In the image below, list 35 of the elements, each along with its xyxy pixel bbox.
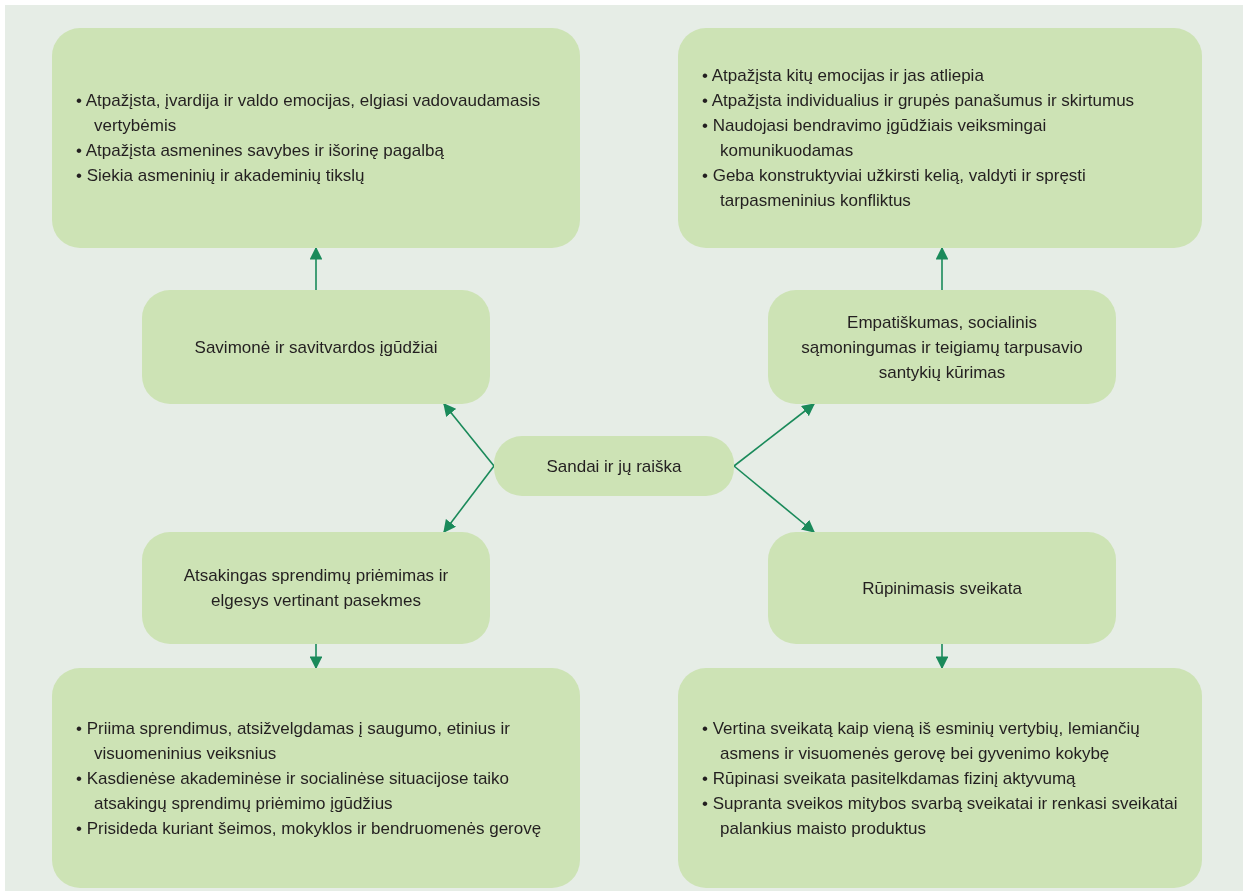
bullet-item: • Prisideda kuriant šeimos, mokyklos ir bendruomenės gerovę xyxy=(76,817,543,840)
topic-box xyxy=(768,532,1116,644)
bullet-item: • Vertina sveikatą kaip vieną iš esminių vertybių, lemiančių asmens ir visuomenės gerovę bei gyvenimo kokybę xyxy=(702,717,1141,765)
topic-label: Sandai ir jų raiška xyxy=(546,455,682,478)
topic-box xyxy=(768,290,1116,404)
bullet-item: • Kasdienėse akademinėse ir socialinėse situacijose taiko atsakingų sprendimų priėmimo įgūdžius xyxy=(76,767,511,815)
topic-label: Rūpinimasis sveikata xyxy=(862,577,1022,600)
topic-box xyxy=(142,290,490,404)
topic-box xyxy=(494,436,734,496)
arrow xyxy=(935,643,949,670)
arrow xyxy=(443,403,495,467)
bullet-item: • Priima sprendimus, atsižvelgdamas į saugumo, etinius ir visuomeninius veiksnius xyxy=(76,717,511,765)
bullet-item: • Siekia asmeninių ir akademinių tikslų xyxy=(76,165,366,187)
bullet-list-box xyxy=(52,668,580,888)
arrow xyxy=(309,246,323,291)
bullet-list-box xyxy=(678,28,1202,248)
bullet-item: • Supranta sveikos mitybos svarbą sveikatai ir renkasi sveikatai palankius maisto produktus xyxy=(702,792,1178,840)
bullet-item: • Atpažįsta kitų emocijas ir jas atliepia xyxy=(702,65,985,87)
bullet-item: • Atpažįsta asmenines savybes ir išorinę pagalbą xyxy=(76,140,445,162)
arrow xyxy=(935,246,949,291)
topic-box xyxy=(142,532,490,644)
bullet-item: • Atpažįsta individualius ir grupės panašumus ir skirtumus xyxy=(702,90,1136,112)
arrow xyxy=(443,465,495,533)
topic-label: Savimonė ir savitvardos įgūdžiai xyxy=(194,336,438,359)
arrow xyxy=(309,643,323,670)
bullet-item: • Rūpinasi sveikata pasitelkdamas fizinį aktyvumą xyxy=(702,767,1077,790)
bullet-item: • Atpažįsta, įvardija ir valdo emocijas, elgiasi vadovaudamasis vertybėmis xyxy=(76,90,542,137)
topic-label: Atsakingas sprendimų priėmimas ir elgesys vertinant pasekmes xyxy=(182,565,450,612)
arrow xyxy=(733,465,815,533)
bullet-item: • Naudojasi bendravimo įgūdžiais veiksmingai komunikuodamas xyxy=(702,115,1048,162)
bullet-item: • Geba konstruktyviai užkirsti kelią, valdyti ir spręsti tarpasmeninius konfliktus xyxy=(702,165,1087,212)
topic-label: Empatiškumas, socialinis sąmoningumas ir teigiamų tarpusavio santykių kūrimas xyxy=(800,311,1084,384)
arrow xyxy=(733,403,815,467)
bullet-list-box xyxy=(52,28,580,248)
bullet-list-box xyxy=(678,668,1202,888)
